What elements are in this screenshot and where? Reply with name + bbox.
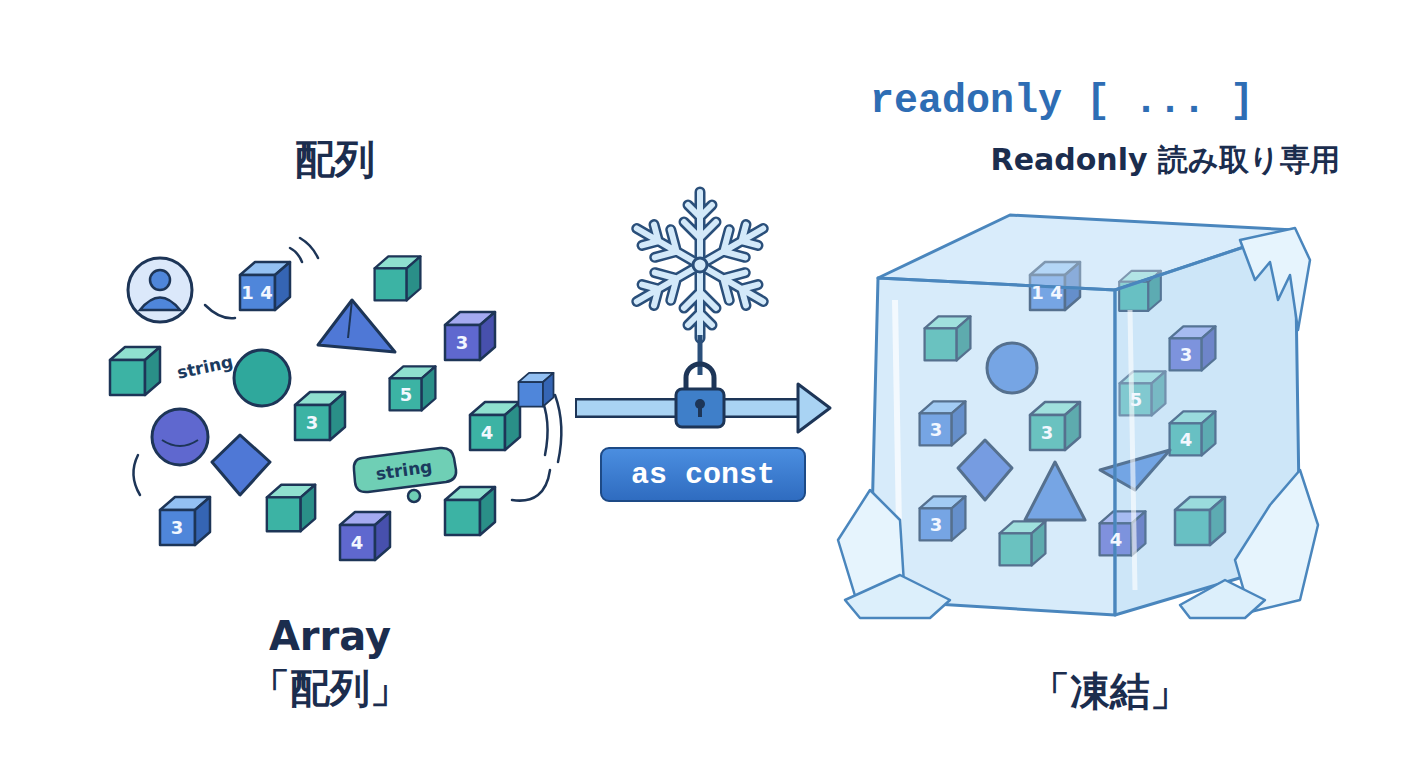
cube-number: 3: [306, 412, 319, 433]
cube-number: 3: [171, 517, 184, 538]
cube-number: 5: [1130, 389, 1143, 410]
edge-label-button: as const: [600, 447, 806, 502]
motion-mark: [300, 238, 318, 258]
snowflake-icon: [629, 192, 771, 375]
cube-icon: [445, 487, 495, 535]
person-icon-body: [140, 298, 180, 311]
cube-icon: [340, 512, 390, 560]
motion-mark: [555, 395, 561, 462]
person-icon-ring: [128, 258, 192, 322]
lock-shackle: [686, 364, 714, 392]
snowflake-center: [693, 258, 707, 272]
circle-shape: [234, 350, 290, 406]
cube-icon: [519, 373, 554, 407]
tag-hole: [408, 490, 420, 502]
type-tag-text: string: [175, 351, 235, 382]
arrow-connector: [575, 384, 830, 432]
snowflake-arm: [692, 215, 771, 279]
motion-mark: [205, 305, 235, 318]
ice-shine: [1130, 310, 1135, 590]
cube-icon: [295, 392, 345, 440]
motion-mark: [512, 470, 550, 501]
caption-text: Array 「配列」: [230, 610, 430, 714]
motion-mark: [290, 248, 302, 262]
snowflake-arm: [629, 215, 708, 279]
triangle-shape: [318, 300, 395, 352]
sphere-shape: [152, 409, 208, 465]
lock-keyhole: [698, 405, 702, 417]
cube-number: 3: [930, 514, 943, 535]
cube-icon: [160, 497, 210, 545]
sphere-shine: [162, 440, 198, 446]
heading-text: 配列: [95, 133, 575, 185]
cube-icon: [445, 312, 495, 360]
cube-number: 4: [1110, 529, 1123, 550]
cube-number: 4: [1180, 429, 1193, 450]
icicle: [1240, 228, 1310, 330]
cube-number: 1 4: [1031, 282, 1062, 303]
cube-number: 1 4: [241, 282, 272, 303]
cube-icon: [390, 366, 436, 410]
diamond-shape: [212, 435, 270, 495]
cube-icon: [267, 485, 315, 531]
arrow-head: [798, 384, 830, 432]
snowflake-stem: [698, 335, 703, 375]
lock-body: [676, 389, 724, 427]
ice-front-face: [870, 278, 1115, 615]
person-icon: [128, 258, 192, 322]
cube-icon: [375, 256, 421, 300]
lock-icon: [676, 364, 724, 427]
triangle-edge: [348, 300, 352, 338]
ice-back: [870, 215, 1300, 615]
caption-text: 「凍結」: [1010, 665, 1210, 717]
ice-crystal: [1180, 580, 1265, 618]
cube-number: 4: [481, 422, 494, 443]
arrow-shaft: [577, 401, 804, 416]
cube-icon: [110, 347, 160, 395]
array-cluster: 配列 Array 「配列」: [95, 125, 575, 725]
lock-keyhole: [695, 399, 705, 409]
frozen-ice-block: readonly [ ... ] Readonly 読み取り専用「凍結」: [830, 70, 1350, 720]
cube-number: 5: [400, 384, 413, 405]
cube-number: 3: [930, 419, 943, 440]
cube-number: 3: [1180, 344, 1193, 365]
cube-number: 3: [456, 332, 469, 353]
cube-number: 3: [1041, 422, 1054, 443]
subheading-text: Readonly 読み取り専用: [900, 142, 1340, 178]
person-icon-head: [150, 270, 170, 290]
cube-icon: [240, 262, 290, 310]
motion-marks: [133, 238, 561, 501]
cube-icon: [470, 402, 520, 450]
ice-crystal: [845, 575, 950, 618]
code-text: readonly [ ... ]: [870, 78, 1310, 126]
motion-mark: [133, 455, 140, 495]
string-tag: [354, 448, 456, 492]
cube-number: 4: [351, 532, 364, 553]
snowflake-arm: [629, 251, 708, 315]
